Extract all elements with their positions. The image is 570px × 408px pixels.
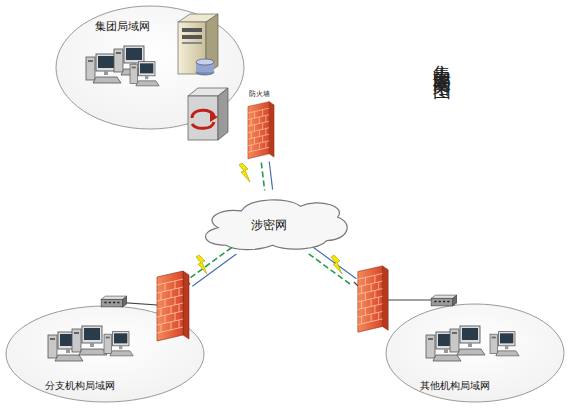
link-line — [192, 254, 236, 286]
ellipse-outline — [6, 306, 204, 402]
link-line-dashed — [261, 162, 264, 190]
ellipse-outline — [56, 6, 244, 129]
firewall-node: 防火墙 — [244, 90, 278, 162]
switch-symbol — [101, 296, 127, 307]
link-line-dashed — [309, 254, 352, 285]
node-label: 集团局域网 — [95, 20, 150, 33]
cable-line — [112, 283, 190, 306]
cable-line — [354, 282, 446, 306]
node-label: 涉密网 — [251, 218, 287, 232]
cloud-outline — [206, 200, 348, 250]
network-link — [309, 247, 447, 305]
switch-symbol — [431, 295, 457, 306]
node-label: 分支机构局域网 — [45, 380, 115, 392]
lan-ellipse: 集团局域网 — [55, 5, 245, 130]
node-label: 其他机构局域网 — [420, 380, 490, 392]
network-link — [112, 247, 237, 306]
lan-ellipse: 其他机构局域网 — [385, 303, 565, 403]
firewall-symbol — [358, 266, 388, 332]
lightning-symbol — [196, 255, 207, 274]
lightning-symbol — [331, 255, 342, 274]
lan-ellipse: 分支机构局域网 — [5, 305, 205, 403]
node-label: 防火墙 — [249, 90, 270, 98]
ellipse-outline — [386, 304, 564, 402]
network-cloud: 涉密网 — [195, 190, 350, 255]
link-line — [313, 247, 356, 278]
firewall-node-outline — [244, 90, 278, 162]
lightning-symbol — [239, 163, 250, 182]
link-line-dashed — [188, 247, 232, 279]
link-line — [269, 162, 272, 190]
network-link — [261, 162, 272, 191]
lan-ellipse-outline — [55, 5, 245, 130]
firewall-symbol — [248, 102, 274, 159]
diagram-title: 集中部署网络图 — [430, 50, 454, 71]
